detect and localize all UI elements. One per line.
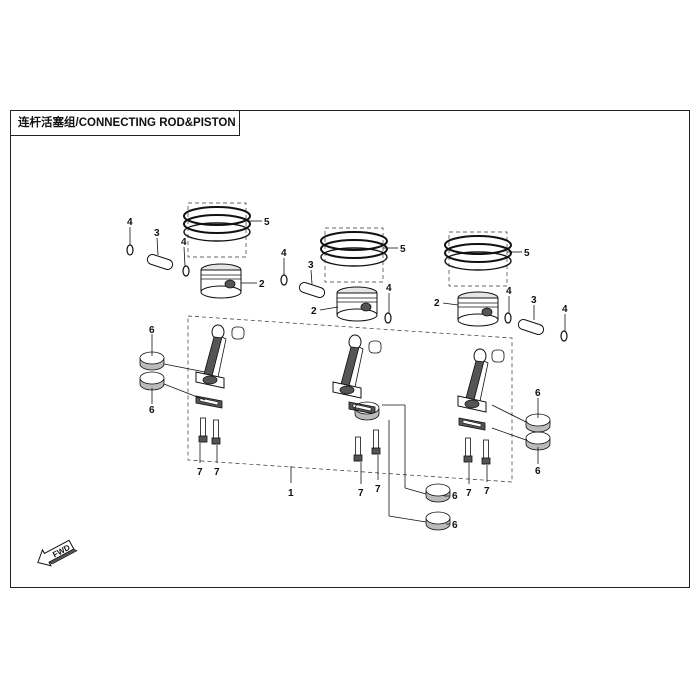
callout-7-e: 7 bbox=[466, 488, 472, 499]
circlip-left-inner bbox=[182, 265, 190, 277]
callout-6-e: 6 bbox=[535, 388, 541, 399]
callout-6-c: 6 bbox=[452, 491, 458, 502]
assembly-boundary bbox=[187, 315, 513, 483]
callout-4-d: 4 bbox=[386, 283, 392, 294]
rod-bolt-left-2 bbox=[211, 419, 221, 445]
small-end-bushing-right bbox=[491, 349, 505, 363]
callout-1: 1 bbox=[288, 488, 294, 499]
rod-bolt-left-1 bbox=[198, 417, 208, 443]
callout-4-b: 4 bbox=[181, 237, 187, 248]
small-end-bushing-left bbox=[231, 326, 245, 340]
callout-6-d: 6 bbox=[452, 520, 458, 531]
callout-6-b: 6 bbox=[149, 405, 155, 416]
diagram-title: 连杆活塞组/CONNECTING ROD&PISTON ASSY bbox=[10, 110, 240, 136]
callout-7-d: 7 bbox=[375, 484, 381, 495]
piston-left bbox=[200, 263, 242, 299]
rod-bolt-middle-2 bbox=[371, 429, 381, 455]
connecting-rod-left bbox=[195, 324, 227, 389]
ring-box-left bbox=[187, 202, 247, 258]
callout-7-a: 7 bbox=[197, 467, 203, 478]
rod-bolt-right-1 bbox=[463, 437, 473, 463]
callout-3-left: 3 bbox=[154, 228, 160, 239]
callout-labels: 1 2 2 2 3 3 3 4 4 4 4 4 4 5 5 5 6 6 6 6 … bbox=[127, 217, 568, 531]
callout-5-right: 5 bbox=[524, 248, 530, 259]
rod-cap-right bbox=[458, 417, 486, 431]
rod-bolt-right-2 bbox=[481, 439, 491, 465]
callout-5-left: 5 bbox=[264, 217, 270, 228]
callout-2-right: 2 bbox=[434, 298, 440, 309]
callout-4-e: 4 bbox=[506, 286, 512, 297]
piston-ring-set-right bbox=[444, 235, 512, 271]
piston-ring-set-left bbox=[183, 206, 251, 242]
ring-box-right bbox=[448, 231, 508, 287]
rod-bolt-middle-1 bbox=[353, 436, 363, 462]
piston-middle bbox=[336, 286, 378, 322]
piston-pin-left bbox=[145, 252, 175, 272]
connecting-rod-middle bbox=[332, 334, 364, 399]
cylinder-group-right bbox=[444, 231, 568, 465]
callout-4-f: 4 bbox=[562, 304, 568, 315]
callout-4-a: 4 bbox=[127, 217, 133, 228]
circlip-middle-outer bbox=[280, 274, 288, 286]
callout-6-f: 6 bbox=[535, 466, 541, 477]
rod-bearing-left-lower bbox=[139, 371, 165, 391]
connecting-rod-right bbox=[457, 348, 489, 413]
piston-ring-set-middle bbox=[320, 231, 388, 267]
circlip-right-inner bbox=[504, 312, 512, 324]
rod-bearing-middle-lower-a bbox=[425, 483, 451, 503]
circlip-middle-inner bbox=[384, 312, 392, 324]
diagram-frame bbox=[10, 110, 690, 588]
cylinder-group-middle bbox=[280, 227, 451, 531]
callout-7-c: 7 bbox=[358, 488, 364, 499]
piston-right bbox=[457, 291, 499, 327]
rod-bearing-middle-lower-b bbox=[425, 511, 451, 531]
callout-5-middle: 5 bbox=[400, 244, 406, 255]
leader-lines bbox=[129, 220, 566, 525]
small-end-bushing-middle bbox=[368, 340, 382, 354]
callout-6-a: 6 bbox=[149, 325, 155, 336]
circlip-right-outer bbox=[560, 330, 568, 342]
callout-2-left: 2 bbox=[259, 279, 265, 290]
rod-cap-middle bbox=[348, 401, 376, 415]
fwd-arrow-icon: FWD bbox=[37, 539, 78, 567]
ring-box-middle bbox=[324, 227, 384, 283]
cylinder-group-left bbox=[126, 202, 251, 445]
callout-7-b: 7 bbox=[214, 467, 220, 478]
callout-3-right: 3 bbox=[531, 295, 537, 306]
callout-2-middle: 2 bbox=[311, 306, 317, 317]
callout-7-f: 7 bbox=[484, 486, 490, 497]
piston-pin-right bbox=[516, 317, 546, 337]
circlip-left-outer bbox=[126, 244, 134, 256]
callout-4-c: 4 bbox=[281, 248, 287, 259]
callout-3-middle: 3 bbox=[308, 260, 314, 271]
